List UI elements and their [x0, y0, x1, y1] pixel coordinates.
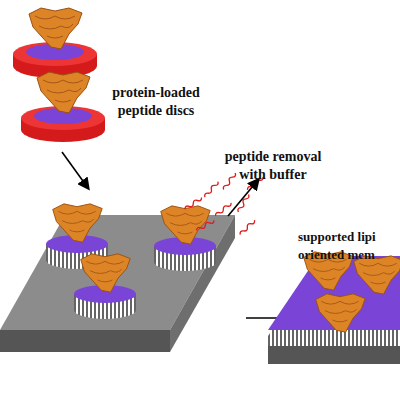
- process-arrow: [228, 180, 258, 216]
- peptide: [239, 219, 256, 236]
- peptide: [204, 180, 220, 198]
- peptide: [184, 196, 203, 210]
- bilayer-disc: [74, 254, 136, 319]
- annotation-label: protein-loaded peptide discs: [100, 84, 212, 120]
- annotation-label: supported lipi oriented mem: [298, 228, 400, 264]
- protein: [316, 294, 365, 332]
- peptide-disc: [21, 72, 105, 142]
- bilayer-edge: [268, 336, 400, 346]
- substrate-front: [268, 346, 400, 364]
- peptide: [222, 172, 236, 191]
- process-arrow: [62, 152, 88, 188]
- peptide: [196, 219, 215, 232]
- substrate-front: [0, 330, 170, 352]
- bilayer-disc: [154, 206, 216, 271]
- annotation-label: peptide removal with buffer: [212, 148, 334, 184]
- substrate-top: [0, 215, 235, 330]
- peptide-disc: [13, 8, 97, 78]
